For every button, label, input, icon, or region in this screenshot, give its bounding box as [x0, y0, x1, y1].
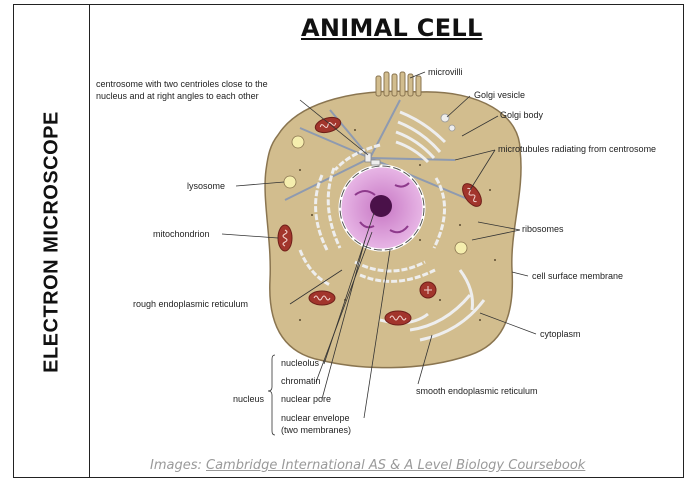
label-rough-er: rough endoplasmic reticulum	[133, 299, 248, 309]
mitochondrion	[309, 291, 335, 305]
label-centrosome-line1: centrosome with two centrioles close to …	[96, 79, 268, 89]
label-cell-surface-membrane: cell surface membrane	[532, 271, 623, 281]
label-centrosome-line2: nucleus and at right angles to each othe…	[96, 91, 259, 101]
label-cytoplasm: cytoplasm	[540, 329, 581, 339]
label-ribosomes: ribosomes	[522, 224, 564, 234]
label-mitochondrion: mitochondrion	[153, 229, 210, 239]
mitochondrion	[278, 225, 292, 251]
label-nucleus: nucleus	[233, 394, 265, 404]
label-nucleolus: nucleolus	[281, 358, 320, 368]
nucleolus	[370, 195, 392, 217]
label-lysosome: lysosome	[187, 181, 225, 191]
label-nuclear-pore: nuclear pore	[281, 394, 331, 404]
label-microvilli: microvilli	[428, 67, 463, 77]
image-credit: Images: Cambridge International AS & A L…	[150, 458, 585, 473]
label-golgi-body: Golgi body	[500, 110, 544, 120]
mitochondrion-round	[420, 282, 436, 298]
label-smooth-er: smooth endoplasmic reticulum	[416, 386, 538, 396]
label-golgi-vesicle: Golgi vesicle	[474, 90, 525, 100]
nucleus	[340, 166, 424, 250]
label-chromatin: chromatin	[281, 376, 321, 386]
label-nuclear-envelope-line1: nuclear envelope	[281, 413, 350, 423]
credit-source-link[interactable]: Cambridge International AS & A Level Bio…	[206, 458, 585, 473]
label-nuclear-envelope-line2: (two membranes)	[281, 425, 351, 435]
credit-prefix: Images:	[150, 458, 206, 473]
mitochondrion	[385, 311, 411, 325]
label-microtubules: microtubules radiating from centrosome	[498, 144, 656, 154]
